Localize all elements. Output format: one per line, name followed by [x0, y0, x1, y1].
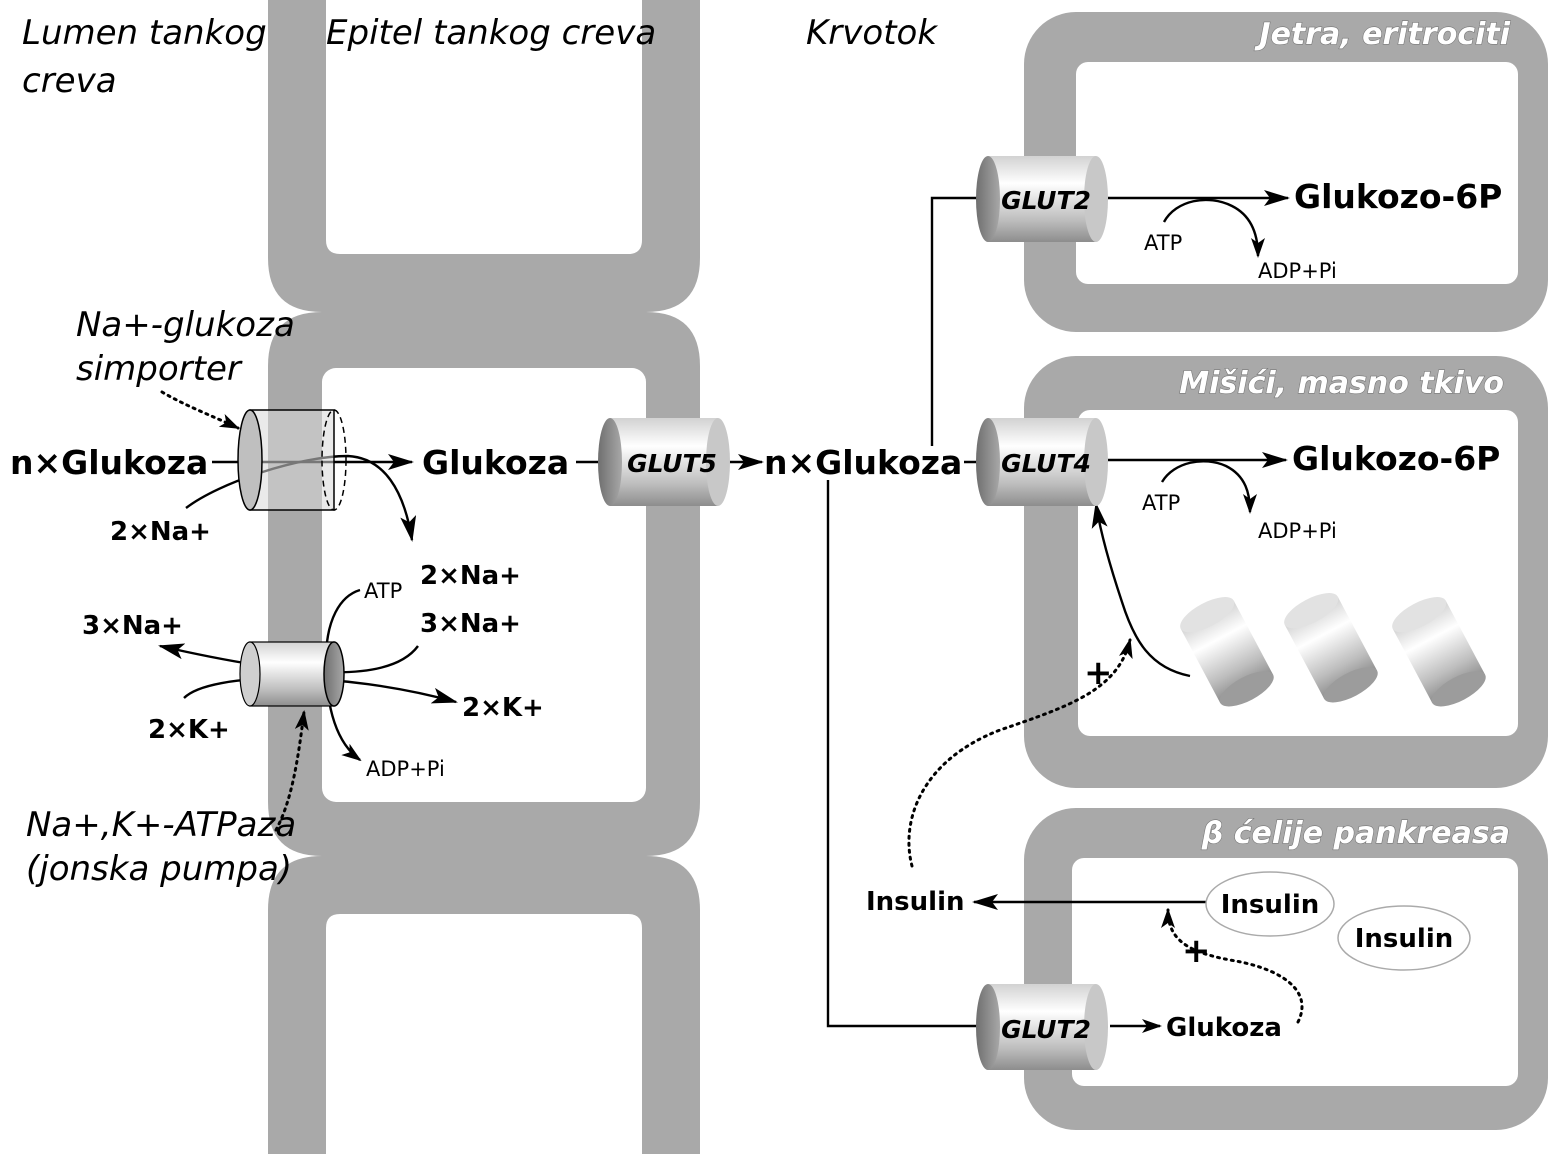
pancreas-title: β ćelije pankreasa: [1201, 816, 1510, 851]
adp-pump-label: ADP+Pi: [366, 757, 445, 781]
potassium-2-lumen-label: 2×K+: [148, 715, 230, 745]
atpase-label-line1: Na+,K+-ATPaza: [26, 805, 296, 845]
lumen-label-line1: Lumen tankog: [22, 13, 267, 53]
adp-liver-label: ADP+Pi: [1258, 259, 1337, 283]
glucose-pancreas-label: Glukoza: [1166, 1013, 1282, 1043]
blood-to-glut2-pancreas-line: [826, 480, 984, 1028]
muscle-title: Mišići, masno tkivo: [1179, 366, 1504, 401]
sodium-3-lumen-label: 3×Na+: [82, 611, 183, 641]
simporter-pointer: [160, 390, 240, 430]
muscle-cell: [1024, 356, 1548, 788]
glut4-vesicle-1: [1180, 597, 1274, 707]
sodium-cotransport-arrow: [185, 454, 417, 542]
plus-muscle-sign: +: [1084, 653, 1113, 693]
adp-muscle-label: ADP+Pi: [1258, 519, 1337, 543]
epithelial-cell-top: [268, 0, 700, 312]
liver-cell: [1024, 12, 1548, 332]
sodium-2-lumen-label: 2×Na+: [110, 517, 211, 547]
lumen-label-line2: creva: [22, 61, 117, 101]
epitel-label: Epitel tankog creva: [326, 13, 656, 53]
g6p-muscle-label: Glukozo-6P: [1292, 439, 1500, 478]
g6p-liver-label: Glukozo-6P: [1294, 177, 1502, 216]
na-k-atpase: [239, 641, 345, 707]
glut2-pancreas-transporter: GLUT2: [976, 984, 1108, 1070]
glucose-lumen-label: n×Glukoza: [10, 443, 208, 482]
plus-pancreas-sign: +: [1182, 931, 1211, 971]
potassium-2-cell-label: 2×K+: [462, 693, 544, 723]
atp-muscle-label: ATP: [1142, 491, 1180, 515]
glut4-vesicle-2: [1284, 593, 1378, 703]
liver-title: Jetra, eritrociti: [1254, 17, 1510, 52]
krvotok-label: Krvotok: [806, 13, 938, 53]
glut4-transporter: GLUT4: [976, 418, 1108, 506]
blood-to-glut2-liver-line: [930, 196, 984, 446]
glut5-transporter: GLUT5: [598, 418, 730, 506]
glucose-blood-label: n×Glukoza: [764, 443, 962, 482]
epithelial-cell-middle: [268, 312, 700, 856]
insulin-granule-2-label: Insulin: [1355, 924, 1454, 954]
atpase-label-line2: (jonska pumpa): [26, 849, 292, 889]
glut5-label: GLUT5: [627, 449, 717, 478]
insulin-granule-2: [1337, 905, 1471, 971]
glut2-liver-label: GLUT2: [1001, 186, 1091, 215]
atp-hydrolysis-liver-arrow: [1162, 198, 1265, 258]
pancreas-cell: [1024, 808, 1548, 1130]
atp-pump-label: ATP: [364, 579, 402, 603]
glut4-translocation-arrow: [1091, 502, 1191, 678]
glut2-pancreas-label: GLUT2: [1001, 1015, 1091, 1044]
simporter-label-line1: Na+-glukoza: [76, 305, 295, 345]
insulin-blood-label: Insulin: [866, 887, 965, 917]
insulin-granule-1: [1205, 871, 1335, 937]
glucose-flow-lines: [212, 190, 1290, 1033]
sodium-2-cell-label: 2×Na+: [420, 561, 521, 591]
insulin-stimulation-pointer: [907, 638, 1133, 868]
sodium-3-cell-label: 3×Na+: [420, 609, 521, 639]
atp-liver-label: ATP: [1144, 231, 1182, 255]
glut4-label: GLUT4: [1001, 449, 1091, 478]
na-glucose-simporter: [237, 409, 347, 511]
glucose-stimulation-pointer: [1161, 908, 1304, 1024]
glut4-vesicle-3: [1392, 597, 1486, 707]
atpase-pointer: [274, 710, 309, 832]
simporter-label-line2: simporter: [76, 349, 243, 389]
insulin-granule-1-label: Insulin: [1221, 890, 1320, 920]
glucose-epitel-label: Glukoza: [422, 443, 569, 482]
atp-hydrolysis-muscle-arrow: [1160, 460, 1257, 514]
glut2-liver-transporter: GLUT2: [976, 156, 1108, 242]
epithelial-cell-bottom: [268, 856, 700, 1154]
